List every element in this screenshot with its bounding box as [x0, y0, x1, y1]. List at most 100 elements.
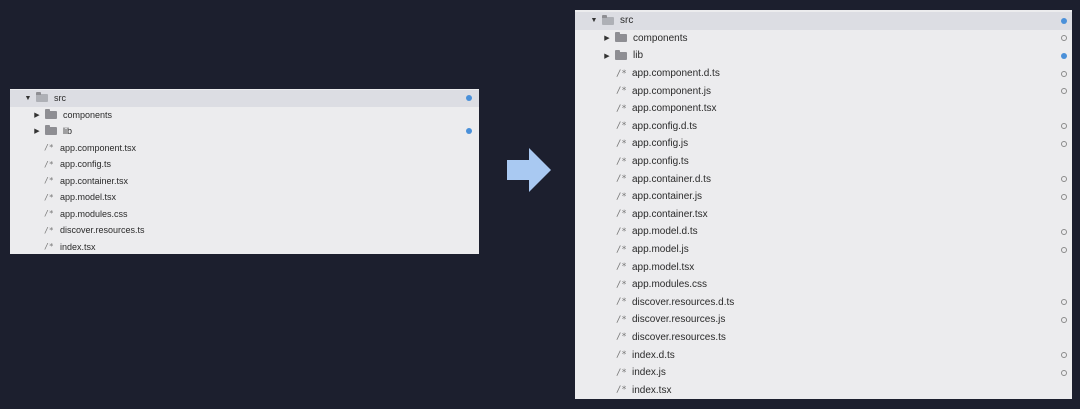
- untracked-circle-icon: [1061, 140, 1067, 147]
- untracked-circle-icon: [1061, 88, 1067, 95]
- file-row[interactable]: /* app.model.tsx: [575, 258, 1072, 276]
- code-file-icon: /*: [616, 121, 627, 132]
- code-file-icon: /*: [616, 367, 627, 378]
- file-row[interactable]: /* index.tsx: [575, 381, 1072, 399]
- folder-icon: [615, 32, 627, 43]
- file-name: app.container.d.ts: [632, 173, 711, 185]
- untracked-circle-icon: [1061, 193, 1067, 200]
- chevron-right-icon[interactable]: ▶: [604, 52, 610, 60]
- file-row[interactable]: /*app.container.tsx: [575, 206, 1072, 224]
- folder-row[interactable]: ▶ lib: [10, 123, 479, 140]
- code-file-icon: /*: [44, 192, 54, 202]
- file-name: index.tsx: [632, 384, 672, 396]
- code-file-icon: /*: [44, 209, 54, 219]
- file-name: app.container.tsx: [60, 175, 129, 186]
- file-row[interactable]: /*app.component.d.ts: [575, 65, 1072, 83]
- code-file-icon: /*: [44, 143, 54, 153]
- file-row[interactable]: /* app.container.d.ts: [575, 170, 1072, 188]
- folder-open-icon: [36, 92, 48, 103]
- untracked-circle-icon: [1061, 246, 1067, 253]
- file-row[interactable]: /*index.d.ts: [575, 346, 1072, 364]
- untracked-circle-icon: [1061, 123, 1067, 130]
- folder-row[interactable]: ▶components: [575, 30, 1072, 48]
- untracked-circle-icon: [1061, 70, 1067, 77]
- file-name: app.component.tsx: [632, 103, 717, 115]
- file-row[interactable]: /*app.component.tsx: [575, 100, 1072, 118]
- code-file-icon: /*: [616, 174, 627, 185]
- untracked-circle-icon: [1061, 299, 1067, 306]
- chevron-right-icon[interactable]: ▶: [34, 128, 40, 136]
- chevron-right-icon[interactable]: ▶: [34, 111, 40, 119]
- untracked-circle-icon: [1061, 369, 1067, 376]
- file-row[interactable]: /*discover.resources.d.ts: [575, 294, 1072, 312]
- file-name: index.tsx: [60, 241, 96, 252]
- file-name: app.config.ts: [632, 156, 689, 168]
- chevron-down-icon[interactable]: ▼: [590, 17, 598, 25]
- folder-name: components: [63, 109, 113, 120]
- folder-name: lib: [633, 50, 644, 62]
- file-name: app.model.js: [632, 244, 689, 256]
- file-row[interactable]: /* app.model.js: [575, 241, 1072, 259]
- file-name: app.modules.css: [632, 279, 708, 291]
- file-row[interactable]: /* app.config.ts: [575, 153, 1072, 171]
- file-row[interactable]: /*app.container.tsx: [10, 173, 479, 190]
- file-name: app.model.tsx: [60, 192, 117, 203]
- folder-icon: [615, 49, 627, 60]
- code-file-icon: /*: [44, 225, 54, 235]
- code-file-icon: /*: [616, 244, 627, 255]
- file-name: discover.resources.ts: [60, 225, 145, 236]
- folder-icon: [45, 108, 57, 119]
- file-name: app.container.js: [632, 191, 703, 203]
- file-row[interactable]: /* discover.resources.ts: [10, 222, 479, 239]
- modified-dot-icon: [466, 95, 472, 102]
- code-file-icon: /*: [616, 156, 627, 167]
- file-name: discover.resources.ts: [632, 331, 726, 343]
- file-name: app.component.tsx: [60, 142, 137, 153]
- file-row[interactable]: /*app.model.d.ts: [575, 223, 1072, 241]
- code-file-icon: /*: [616, 332, 627, 343]
- file-row[interactable]: /* app.model.tsx: [10, 189, 479, 206]
- file-row[interactable]: /*app.config.js: [575, 135, 1072, 153]
- file-name: app.component.js: [632, 85, 711, 97]
- chevron-right-icon[interactable]: ▶: [604, 35, 610, 43]
- file-row[interactable]: /*app.config.d.ts: [575, 118, 1072, 136]
- file-row[interactable]: /*discover.resources.js: [575, 311, 1072, 329]
- file-name: app.model.tsx: [632, 261, 695, 273]
- untracked-circle-icon: [1061, 316, 1067, 323]
- code-file-icon: /*: [616, 314, 627, 325]
- folder-name: lib: [63, 126, 73, 137]
- code-file-icon: /*: [616, 262, 627, 273]
- modified-dot-icon: [466, 128, 472, 135]
- file-row[interactable]: /* discover.resources.ts: [575, 329, 1072, 347]
- file-row[interactable]: /* app.modules.css: [10, 206, 479, 223]
- folder-row[interactable]: ▼src: [575, 12, 1072, 30]
- file-name: index.js: [632, 367, 666, 379]
- file-row[interactable]: /*app.config.ts: [10, 156, 479, 173]
- file-row[interactable]: /* index.js: [575, 364, 1072, 382]
- folder-row[interactable]: ▶ lib: [575, 47, 1072, 65]
- chevron-down-icon[interactable]: ▼: [24, 94, 32, 102]
- folder-name: src: [54, 93, 66, 104]
- code-file-icon: /*: [616, 350, 627, 361]
- file-name: app.component.d.ts: [632, 68, 720, 80]
- code-file-icon: /*: [616, 209, 627, 220]
- untracked-circle-icon: [1061, 228, 1067, 235]
- code-file-icon: /*: [616, 226, 627, 237]
- code-file-icon: /*: [616, 297, 627, 308]
- folder-icon: [45, 125, 57, 136]
- folder-row[interactable]: ▼ src: [10, 90, 479, 107]
- file-name: app.modules.css: [60, 208, 128, 219]
- file-row[interactable]: /* app.modules.css: [575, 276, 1072, 294]
- file-row[interactable]: /* app.component.tsx: [10, 140, 479, 157]
- code-file-icon: /*: [616, 279, 627, 290]
- code-file-icon: /*: [616, 385, 627, 396]
- right-arrow-icon: [507, 148, 551, 192]
- file-row[interactable]: /*app.component.js: [575, 82, 1072, 100]
- untracked-circle-icon: [1061, 35, 1067, 42]
- folder-open-icon: [602, 14, 614, 25]
- file-row[interactable]: /* index.tsx: [10, 239, 479, 256]
- folder-row[interactable]: ▶ components: [10, 107, 479, 124]
- untracked-circle-icon: [1061, 352, 1067, 359]
- code-file-icon: /*: [44, 242, 54, 252]
- file-row[interactable]: /*app.container.js: [575, 188, 1072, 206]
